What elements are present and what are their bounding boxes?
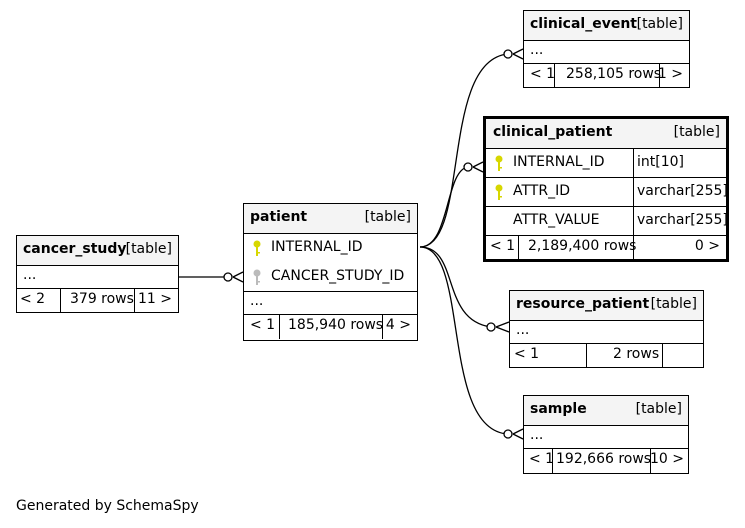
- table-kind: [table]: [636, 16, 683, 32]
- table-clinical-event[interactable]: clinical_event [table] ... < 1 258,105 r…: [523, 10, 690, 88]
- table-header: patient [table]: [244, 204, 417, 234]
- crowfoot-clinical-event: [512, 48, 524, 60]
- optional-marker-clinical-event: [503, 49, 513, 59]
- column-name: ATTR_VALUE: [513, 212, 600, 228]
- row-count: 192,666 rows: [556, 451, 652, 467]
- column-name: INTERNAL_ID: [271, 239, 363, 255]
- row-count: 379 rows: [70, 291, 134, 307]
- primary-key-icon: [253, 240, 261, 256]
- parents-link[interactable]: < 1: [529, 451, 555, 467]
- table-kind: [table]: [635, 401, 682, 417]
- column-type: varchar[255]: [637, 183, 728, 199]
- table-footer: < 1 185,940 rows 4 >: [244, 315, 417, 339]
- children-link[interactable]: 10 >: [650, 451, 684, 467]
- column-name: ATTR_ID: [513, 183, 570, 199]
- table-kind: [table]: [364, 209, 411, 225]
- parents-link[interactable]: < 2: [20, 291, 46, 307]
- crowfoot-patient: [232, 271, 244, 283]
- parents-link[interactable]: < 1: [514, 346, 540, 362]
- column-name: INTERNAL_ID: [513, 154, 605, 170]
- table-header: clinical_patient [table]: [486, 119, 726, 149]
- column-name: CANCER_STUDY_ID: [271, 268, 405, 284]
- row-count: 2 rows: [613, 346, 660, 362]
- table-kind: [table]: [650, 296, 697, 312]
- table-footer: < 1 258,105 rows 1 >: [524, 64, 689, 88]
- more-columns-row: ...: [524, 426, 688, 449]
- table-footer: < 2 379 rows 11 >: [17, 289, 178, 313]
- table-sample[interactable]: sample [table] ... < 1 192,666 rows 10 >: [523, 395, 689, 474]
- column-type: varchar[255]: [637, 212, 728, 228]
- crowfoot-sample: [512, 428, 524, 440]
- table-name[interactable]: clinical_patient: [493, 124, 613, 140]
- table-name[interactable]: patient: [250, 209, 308, 225]
- table-clinical-patient[interactable]: clinical_patient [table] INTERNAL_ID int…: [483, 116, 729, 262]
- generated-by-note: Generated by SchemaSpy: [16, 498, 199, 514]
- table-header: resource_patient [table]: [510, 291, 703, 321]
- table-header: clinical_event [table]: [524, 11, 689, 41]
- table-header: sample [table]: [524, 396, 688, 426]
- parents-link[interactable]: < 1: [250, 317, 276, 333]
- column-row[interactable]: INTERNAL_ID int[10]: [486, 149, 726, 178]
- children-link[interactable]: 0 >: [694, 238, 720, 254]
- more-columns-row: ...: [244, 292, 417, 315]
- table-cancer-study[interactable]: cancer_study [table] ... < 2 379 rows 11…: [16, 235, 179, 313]
- edge-patient-resource-patient: [419, 246, 492, 328]
- table-kind: [table]: [125, 241, 172, 257]
- row-count: 258,105 rows: [566, 66, 662, 82]
- column-row[interactable]: CANCER_STUDY_ID: [244, 263, 417, 292]
- column-row[interactable]: INTERNAL_ID: [244, 234, 417, 263]
- more-columns-row: ...: [524, 41, 689, 64]
- optional-marker-clinical-patient: [463, 162, 473, 172]
- table-footer: < 1 2 rows: [510, 344, 703, 368]
- parents-link[interactable]: < 1: [490, 238, 516, 254]
- table-kind: [table]: [673, 124, 720, 140]
- table-name[interactable]: cancer_study: [23, 241, 127, 257]
- table-name[interactable]: resource_patient: [516, 296, 650, 312]
- edge-patient-clinical-patient: [419, 166, 469, 248]
- primary-key-icon: [495, 184, 503, 200]
- primary-key-icon: [495, 155, 503, 171]
- more-columns-row: ...: [510, 321, 703, 344]
- more-columns-row: ...: [17, 266, 178, 289]
- row-count: 2,189,400 rows: [528, 238, 637, 254]
- edge-patient-sample: [419, 246, 509, 435]
- optional-marker-resource-patient: [486, 322, 496, 332]
- column-type: int[10]: [637, 154, 684, 170]
- children-link[interactable]: 11 >: [138, 291, 172, 307]
- table-name[interactable]: clinical_event: [530, 16, 637, 32]
- crowfoot-clinical-patient: [472, 161, 484, 173]
- children-link[interactable]: 1 >: [657, 66, 683, 82]
- children-link[interactable]: 4 >: [385, 317, 411, 333]
- optional-marker-patient: [223, 272, 233, 282]
- table-name[interactable]: sample: [530, 401, 587, 417]
- column-row[interactable]: ATTR_ID varchar[255]: [486, 178, 728, 207]
- foreign-key-icon: [253, 269, 261, 285]
- table-footer: < 1 192,666 rows 10 >: [524, 449, 688, 473]
- table-footer: < 1 2,189,400 rows 0 >: [486, 236, 726, 260]
- table-resource-patient[interactable]: resource_patient [table] ... < 1 2 rows: [509, 290, 704, 368]
- crowfoot-resource-patient: [495, 321, 510, 333]
- optional-marker-sample: [503, 429, 513, 439]
- table-header: cancer_study [table]: [17, 236, 178, 266]
- table-patient[interactable]: patient [table] INTERNAL_ID CANCER_STUDY…: [243, 203, 418, 341]
- row-count: 185,940 rows: [288, 317, 384, 333]
- parents-link[interactable]: < 1: [530, 66, 556, 82]
- column-row[interactable]: ATTR_VALUE varchar[255]: [486, 207, 728, 236]
